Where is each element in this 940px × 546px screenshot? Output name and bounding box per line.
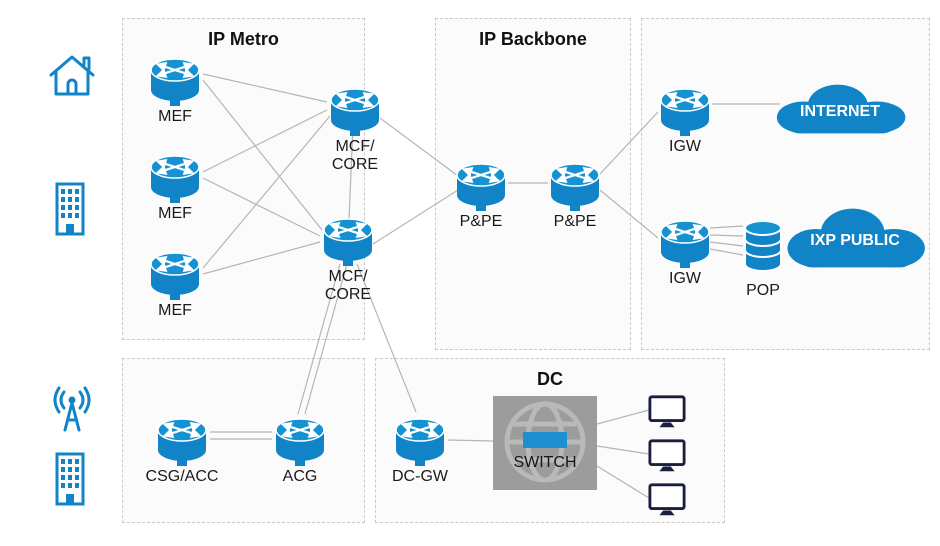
link-switch-monitor3 <box>596 465 650 499</box>
house-icon <box>49 55 95 96</box>
node-label: ACG <box>282 468 318 485</box>
internet-cloud: INTERNET <box>768 80 912 138</box>
node-label: DC-GW <box>392 468 448 485</box>
link-mcf-core1-mcf-core2 <box>348 125 354 221</box>
link-pe2-igw2 <box>599 189 659 239</box>
ixp-public-cloud-label: IXP PUBLIC <box>810 232 900 250</box>
node-switch: SWITCH <box>493 396 597 490</box>
building-icon <box>55 452 85 506</box>
node-igw-1: IGW <box>653 82 717 155</box>
switch-port-chip <box>523 432 567 448</box>
database-icon <box>744 220 782 272</box>
router-icon <box>659 87 711 138</box>
link-igw2-pop-3 <box>709 241 744 247</box>
router-icon <box>549 162 601 213</box>
node-pe-2: P&PE <box>543 157 607 230</box>
group-title-dc: DC <box>537 369 563 389</box>
node-mcf-core-1: MCF/ CORE <box>323 82 387 173</box>
link-switch-monitor2 <box>596 445 650 455</box>
node-label: MEF <box>158 108 192 125</box>
link-mef3-mcf-core2 <box>202 241 321 275</box>
link-mcf-core2-acg-2 <box>304 263 348 415</box>
node-pe-1: P&PE <box>449 157 513 230</box>
router-icon <box>149 251 201 302</box>
node-mef-3: MEF <box>143 246 207 319</box>
link-mef1-mcf-core2 <box>202 79 323 231</box>
node-label: IGW <box>669 270 701 287</box>
node-label: CSG/ACC <box>145 468 219 485</box>
link-igw2-pop-2 <box>709 234 744 237</box>
link-switch-monitor1 <box>596 409 650 425</box>
building-icon <box>55 182 85 236</box>
node-mef-1: MEF <box>143 52 207 125</box>
ixp-public-cloud: IXP PUBLIC <box>778 203 932 273</box>
link-mef2-mcf-core1 <box>202 109 328 173</box>
link-mcf-core2-dc-gw <box>356 263 417 413</box>
router-icon <box>149 57 201 108</box>
group-title-ip-metro: IP Metro <box>208 29 279 49</box>
node-label: P&PE <box>459 213 503 230</box>
router-icon <box>156 417 208 468</box>
router-icon <box>149 154 201 205</box>
router-icon <box>322 217 374 268</box>
node-label-switch: SWITCH <box>513 454 577 471</box>
node-csg-acc: CSG/ACC <box>146 412 218 485</box>
node-label: MEF <box>158 205 192 222</box>
link-igw2-pop-4 <box>709 248 744 256</box>
link-mcf-core2-pe1 <box>372 189 459 245</box>
node-mcf-core-2: MCF/ CORE <box>316 212 380 303</box>
link-mcf-core2-acg-1 <box>297 263 341 415</box>
router-icon <box>455 162 507 213</box>
router-icon <box>659 219 711 270</box>
router-icon <box>329 87 381 138</box>
group-title-ip-backbone: IP Backbone <box>479 29 587 49</box>
antenna-icon <box>53 386 91 432</box>
node-label: IGW <box>669 138 701 155</box>
link-mef1-mcf-core1 <box>202 73 328 103</box>
internet-cloud-label: INTERNET <box>800 103 880 121</box>
node-label-pop: POP <box>746 282 780 299</box>
router-icon <box>394 417 446 468</box>
node-label: MEF <box>158 302 192 319</box>
monitor-icon <box>648 439 686 473</box>
link-igw2-pop-1 <box>709 225 744 229</box>
link-pe2-igw1 <box>599 111 659 175</box>
link-mef3-mcf-core1 <box>202 115 331 269</box>
monitor-icon <box>648 483 686 517</box>
node-mef-2: MEF <box>143 149 207 222</box>
monitor-icon <box>648 395 686 429</box>
node-label: P&PE <box>553 213 597 230</box>
node-acg: ACG <box>268 412 332 485</box>
node-label: MCF/ CORE <box>331 138 379 174</box>
node-dc-gw: DC-GW <box>388 412 452 485</box>
link-mcf-core1-pe1 <box>379 117 459 177</box>
group-internet-peering <box>641 18 930 350</box>
router-icon <box>274 417 326 468</box>
link-dc-gw-switch <box>447 439 494 442</box>
node-label: MCF/ CORE <box>324 268 372 304</box>
node-igw-2: IGW <box>653 214 717 287</box>
link-mef2-mcf-core2 <box>202 177 321 237</box>
